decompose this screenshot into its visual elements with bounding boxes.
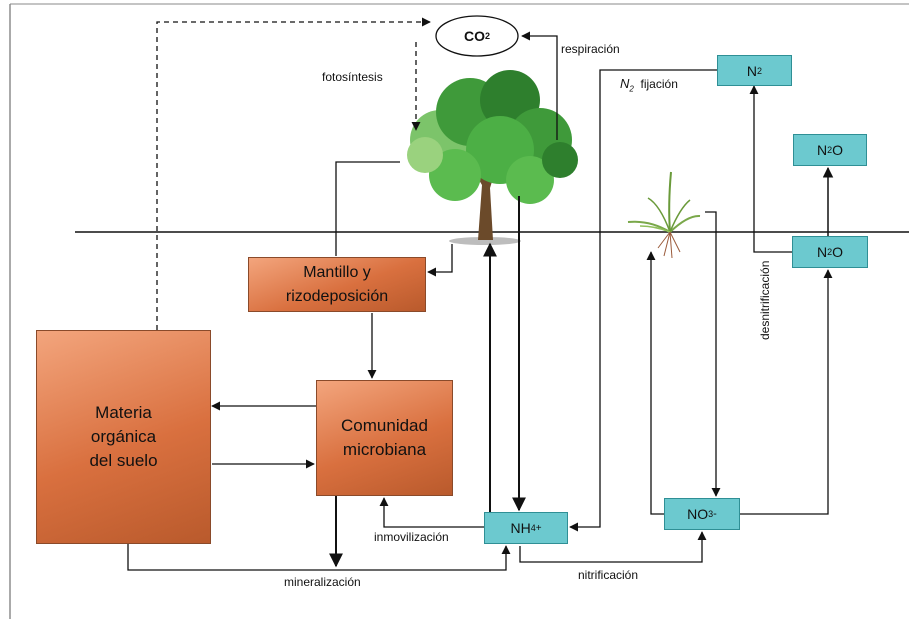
n2o-lower-sub: 2: [827, 247, 833, 257]
no3-sup: -: [713, 508, 717, 520]
co2-node-outline: [435, 15, 519, 57]
label-nitrification: nitrificación: [578, 568, 639, 582]
n2o-lower-tail: O: [832, 244, 844, 260]
no3-sub: 3: [708, 509, 714, 519]
microbial-line2: microbiana: [342, 440, 427, 459]
litter-line1: Mantillo y: [303, 263, 371, 281]
label-denitrification: desnitrificación: [758, 260, 772, 340]
microbial-line1: Comunidad: [341, 416, 428, 435]
n2-text: N: [746, 62, 758, 79]
arrow-denitrification: [740, 269, 833, 515]
arrow-respiration: [521, 31, 558, 140]
nh4-sup: +: [535, 522, 542, 534]
label-n2-fixation: N2 fijación: [620, 76, 678, 93]
nh4-text: NH: [510, 520, 531, 536]
label-respiration: respiración: [561, 42, 620, 56]
line-tree-to-litter-top: [335, 161, 400, 256]
arrow-immobilization: [379, 497, 484, 528]
som-line3: del suelo: [89, 451, 158, 470]
som-line1: Materia: [95, 403, 152, 422]
n2o-upper-text: N: [816, 142, 828, 158]
arrow-tree-to-litter: [427, 244, 453, 277]
plant-illustration: [627, 171, 701, 259]
arrow-plant-to-no3: [705, 211, 721, 497]
label-immobilization: inmovilización: [374, 530, 449, 544]
arrow-no3-to-plant: [646, 251, 664, 515]
litter-line2: rizodeposición: [285, 287, 389, 305]
fixation-sub: 2: [629, 84, 634, 94]
n2o-upper-tail: O: [832, 142, 844, 158]
fixation-n: N: [620, 76, 630, 91]
arrow-n2o-to-n2: [749, 85, 792, 253]
microbial-community-box: Comunidad microbiana: [316, 380, 453, 496]
co2-sub: 2: [484, 31, 490, 41]
fixation-word: fijación: [640, 77, 678, 91]
arrow-nitrification: [519, 531, 707, 563]
n2-sub: 2: [757, 65, 763, 76]
no3-text: NO: [687, 506, 709, 522]
arrow-soil-to-co2-dashed: [156, 17, 431, 330]
n2o-lower-text: N: [816, 244, 828, 260]
label-mineralization: mineralización: [284, 575, 361, 589]
n2o-upper-sub: 2: [827, 145, 833, 155]
label-photosynthesis: fotosíntesis: [322, 70, 383, 84]
arrow-mineralization: [127, 544, 511, 571]
tree-illustration: [407, 70, 578, 245]
nh4-sub: 4: [530, 523, 536, 533]
soil-organic-matter-box: Materia orgánica del suelo: [36, 330, 211, 544]
arrow-n2-fixation: [569, 69, 718, 532]
litter-rhizodeposition-box: Mantillo y rizodeposición: [248, 257, 426, 312]
som-line2: orgánica: [90, 427, 157, 446]
co2-text: CO: [463, 28, 485, 44]
